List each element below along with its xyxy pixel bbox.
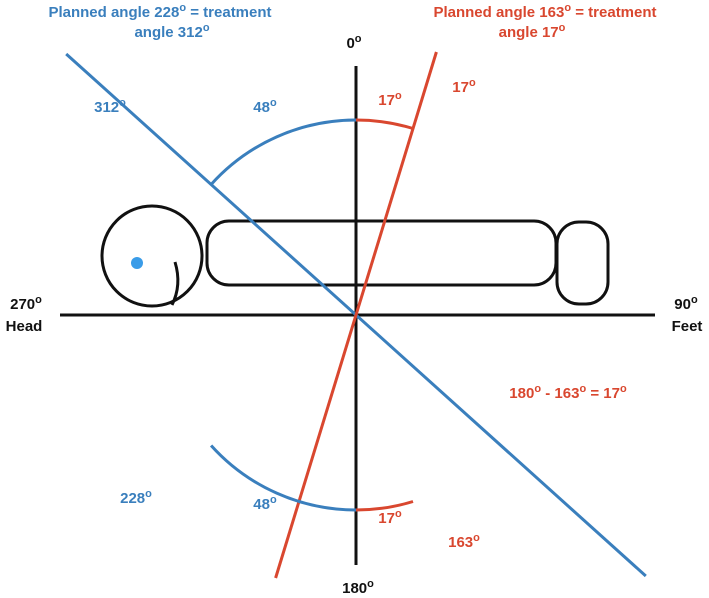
patient-face-mark bbox=[170, 261, 180, 306]
axis-label-left: 270o bbox=[10, 294, 42, 313]
red-upper-arc bbox=[355, 118, 414, 130]
arc-label-blue-lower: 48o bbox=[253, 494, 277, 513]
top-right-note-line1: Planned angle 163o = treatment bbox=[433, 2, 656, 21]
arc-label-red-lower: 17o bbox=[378, 508, 402, 527]
axis-label-right: 90o bbox=[674, 294, 698, 313]
axis-label-bottom: 180o bbox=[342, 578, 374, 597]
arc-label-blue-upper: 48o bbox=[253, 97, 277, 116]
patient-outline bbox=[100, 204, 610, 308]
arc-label-red-upper: 17o bbox=[378, 90, 402, 109]
beam-label-red-lower: 163o bbox=[448, 532, 480, 551]
patient-head bbox=[100, 204, 204, 308]
top-right-note-line2: angle 17o bbox=[499, 22, 566, 41]
blue-lower-arc bbox=[209, 444, 357, 512]
patient-feet bbox=[555, 220, 610, 306]
blue-upper-arc bbox=[209, 118, 357, 186]
patient-eye-dot bbox=[131, 257, 143, 269]
top-left-note-line1: Planned angle 228o = treatment bbox=[48, 2, 271, 21]
axis-label-right-sub: Feet bbox=[672, 318, 703, 335]
axis-label-top: 0o bbox=[346, 33, 361, 52]
axis-label-left-sub: Head bbox=[6, 318, 43, 335]
top-left-note-line2: angle 312o bbox=[134, 22, 209, 41]
red-lower-arc bbox=[355, 500, 414, 512]
beam-label-blue-lower: 228o bbox=[120, 488, 152, 507]
angle-equation: 180o - 163o = 17o bbox=[509, 383, 627, 402]
beam-label-blue-upper: 312o bbox=[94, 97, 126, 116]
beam-label-red-upper: 17o bbox=[452, 77, 476, 96]
red-beam-line bbox=[274, 51, 438, 579]
